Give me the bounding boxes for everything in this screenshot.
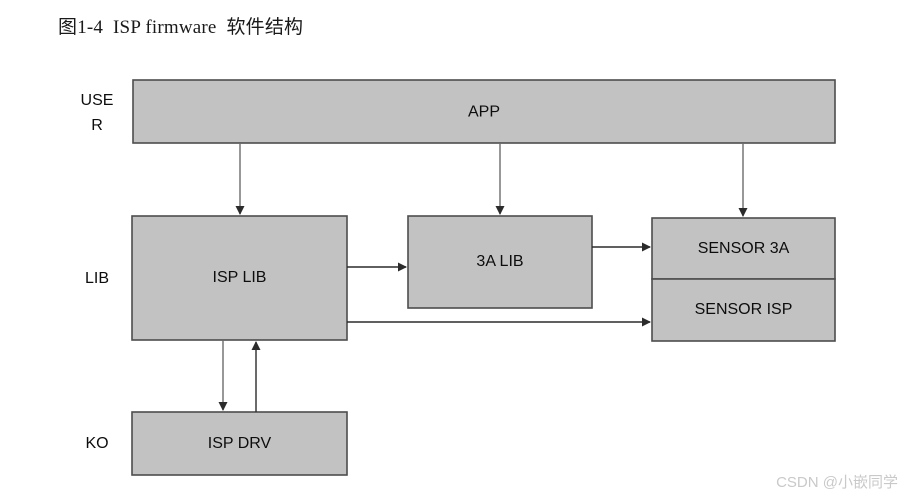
block-app-label: APP xyxy=(468,104,500,121)
block-isp-drv[interactable] xyxy=(131,411,348,476)
block-sensor-isp-label: SENSOR ISP xyxy=(695,301,793,318)
layer-label-lib: LIB xyxy=(84,270,109,287)
block-app[interactable] xyxy=(132,79,836,144)
block-sensor-3a-label: SENSOR 3A xyxy=(698,240,790,257)
block-sensor-3a[interactable] xyxy=(651,217,836,280)
block-isp-lib-label: ISP LIB xyxy=(213,269,267,286)
block-3a-lib-label: 3A LIB xyxy=(476,253,523,270)
block-sensor-isp[interactable] xyxy=(651,278,836,342)
layer-label-user-line2: R xyxy=(91,117,103,134)
layer-label-user: USE R xyxy=(62,88,132,138)
block-isp-lib[interactable] xyxy=(131,215,348,341)
layer-label-user-line1: USE xyxy=(80,92,114,109)
layer-label-ko: KO xyxy=(85,435,109,452)
block-3a-lib[interactable] xyxy=(407,215,593,309)
csdn-watermark: CSDN @小嵌同学 xyxy=(776,474,898,491)
block-isp-drv-label: ISP DRV xyxy=(208,435,272,452)
figure-title: 图1-4 ISP firmware 软件结构 xyxy=(58,17,304,38)
